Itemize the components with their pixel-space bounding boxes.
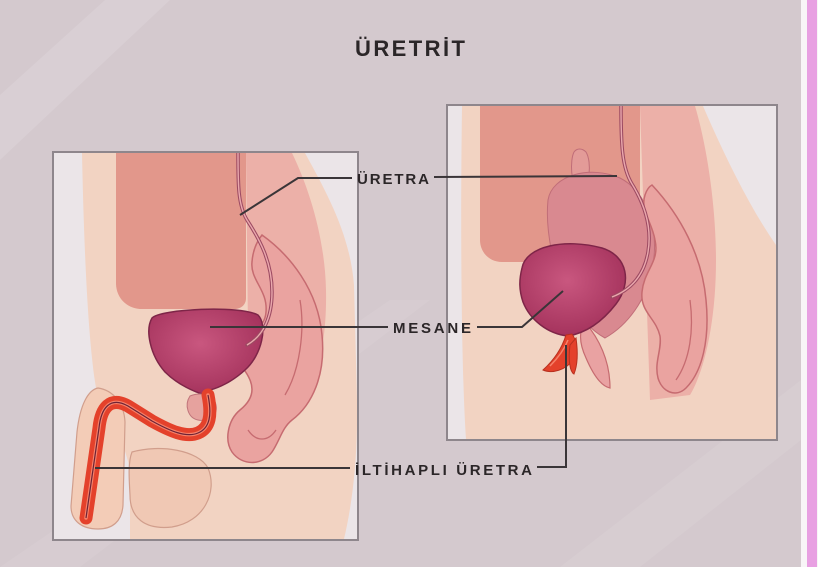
male-pelvis-panel: [53, 152, 358, 540]
female-pelvis-panel: [447, 105, 777, 440]
side-bar-gap: [801, 0, 807, 567]
male-anatomy: [71, 153, 357, 539]
side-accent-bar: [807, 0, 817, 567]
male-abdomen: [116, 153, 246, 309]
uretra-leader-right: [434, 176, 617, 177]
